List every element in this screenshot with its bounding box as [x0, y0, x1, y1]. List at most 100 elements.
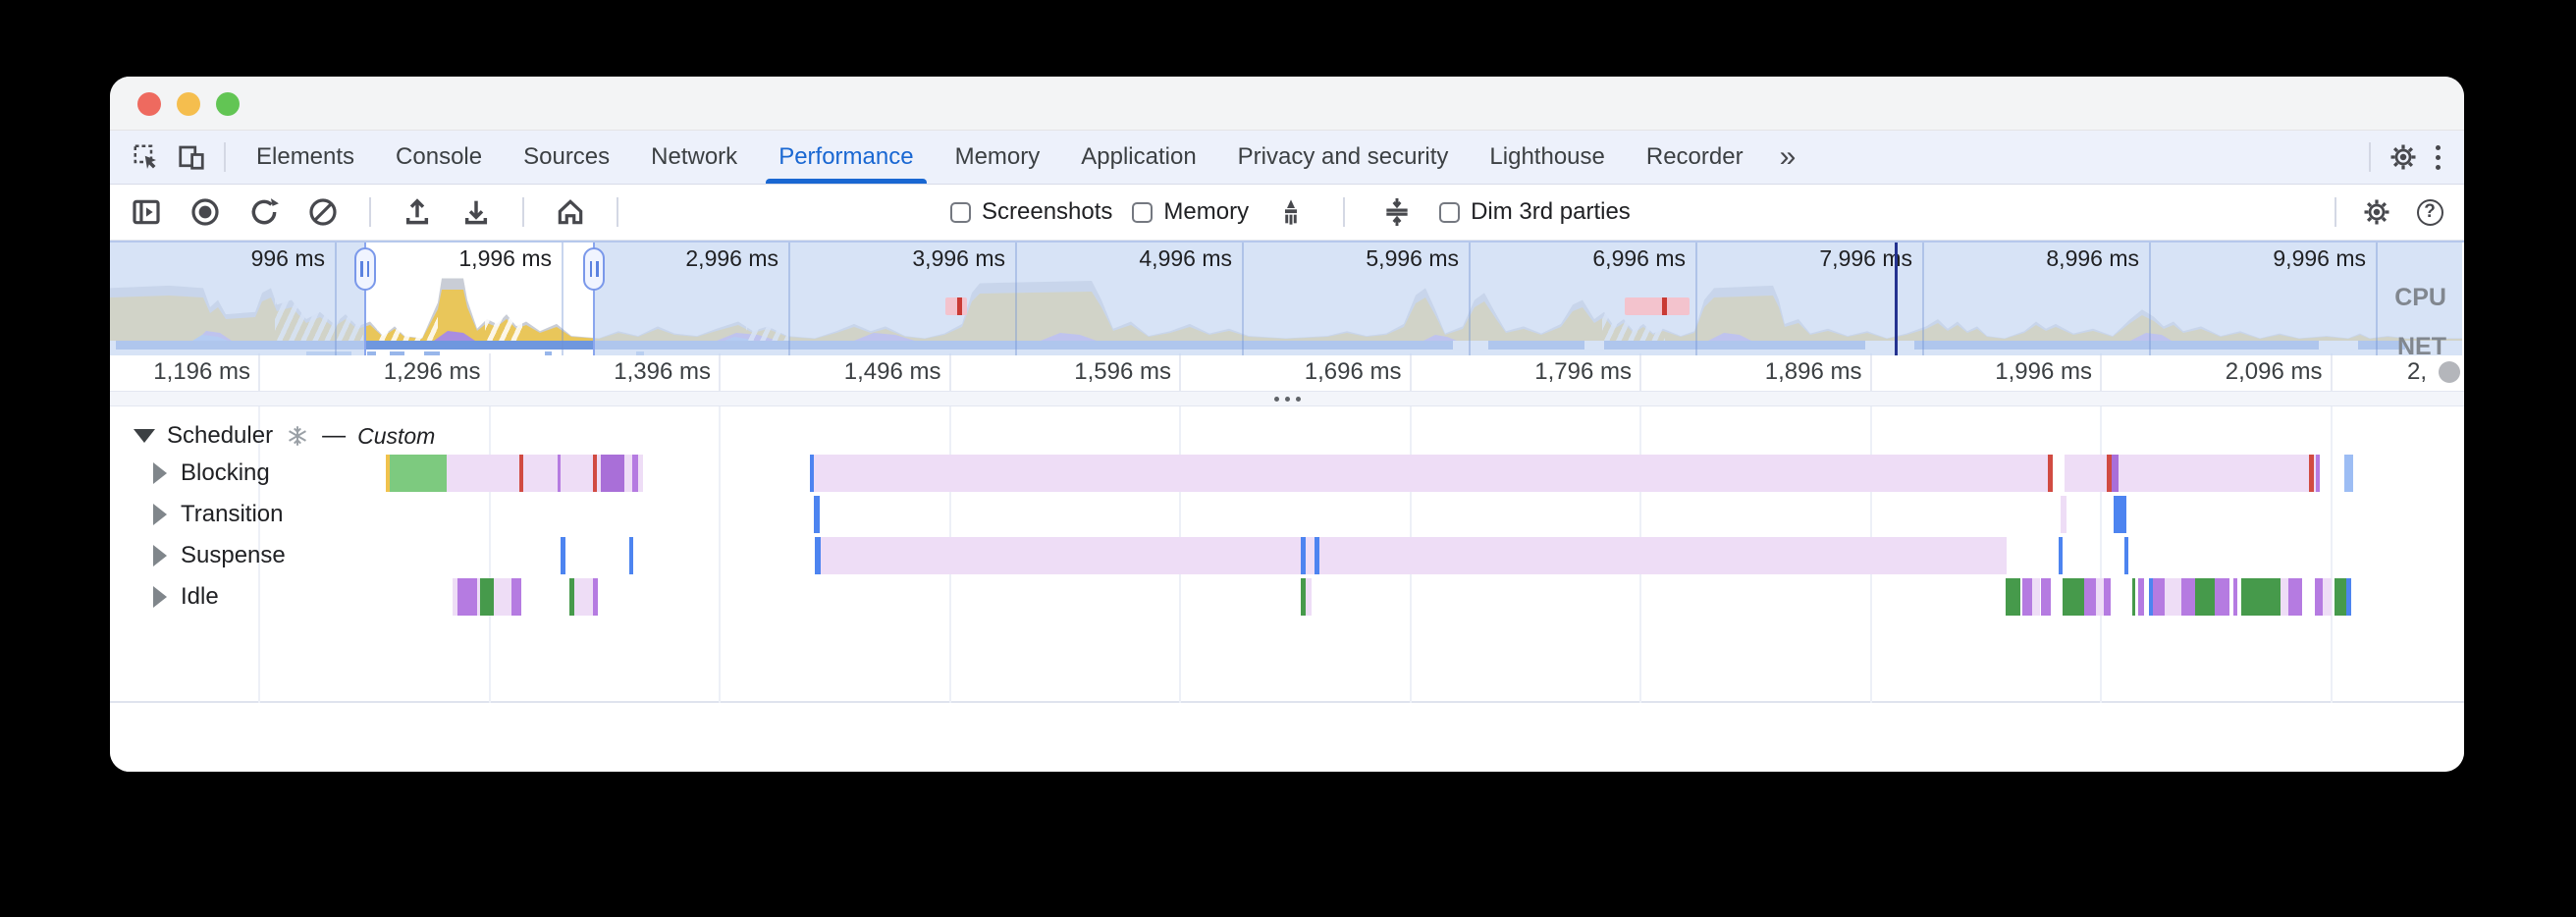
track-bar[interactable]: [2164, 578, 2182, 616]
track-bar[interactable]: [2096, 578, 2104, 616]
track-bar[interactable]: [814, 455, 2049, 492]
capture-settings-gear-icon[interactable]: [2354, 189, 2399, 235]
tab-console[interactable]: Console: [375, 131, 503, 184]
track-bar[interactable]: [386, 455, 390, 492]
track-bar[interactable]: [2181, 578, 2196, 616]
track-bar[interactable]: [1301, 537, 1306, 574]
expand-arrow-icon[interactable]: [153, 545, 167, 566]
collapse-sections-icon[interactable]: [1374, 189, 1420, 235]
track-bar[interactable]: [476, 578, 481, 616]
scrollbar-dot[interactable]: [2439, 361, 2460, 383]
track-bar[interactable]: [2058, 537, 2064, 574]
track-bar[interactable]: [510, 578, 522, 616]
track-row-blocking[interactable]: Blocking: [153, 455, 270, 492]
tab-memory[interactable]: Memory: [935, 131, 1061, 184]
tab-lighthouse[interactable]: Lighthouse: [1469, 131, 1625, 184]
more-options-icon[interactable]: [2426, 144, 2450, 170]
track-bar[interactable]: [2334, 578, 2346, 616]
more-tabs-icon[interactable]: »: [1779, 140, 1797, 173]
home-icon[interactable]: [548, 189, 593, 235]
tab-privacy-and-security[interactable]: Privacy and security: [1217, 131, 1470, 184]
selection-start-handle[interactable]: [353, 247, 376, 291]
track-bar[interactable]: [389, 455, 448, 492]
track-bar[interactable]: [480, 578, 495, 616]
track-bar[interactable]: [2152, 578, 2165, 616]
tab-recorder[interactable]: Recorder: [1626, 131, 1764, 184]
load-profile-icon[interactable]: [395, 189, 440, 235]
track-row-transition[interactable]: Transition: [153, 496, 283, 533]
minimize-window-button[interactable]: [177, 92, 200, 116]
track-bar[interactable]: [632, 455, 638, 492]
track-bar[interactable]: [557, 455, 562, 492]
track-bar[interactable]: [568, 578, 575, 616]
track-bar[interactable]: [574, 578, 594, 616]
track-row-idle[interactable]: Idle: [153, 578, 219, 616]
device-toolbar-icon[interactable]: [169, 135, 214, 180]
clear-icon[interactable]: [300, 189, 346, 235]
tab-elements[interactable]: Elements: [236, 131, 375, 184]
track-bar[interactable]: [2241, 578, 2281, 616]
track-bar[interactable]: [456, 578, 477, 616]
track-bar[interactable]: [2022, 578, 2032, 616]
track-bar[interactable]: [453, 578, 457, 616]
track-bar[interactable]: [809, 455, 815, 492]
track-bar[interactable]: [2281, 578, 2289, 616]
track-bar[interactable]: [561, 537, 566, 574]
track-bar[interactable]: [821, 537, 2008, 574]
track-bar[interactable]: [2123, 537, 2129, 574]
track-bar[interactable]: [2031, 578, 2041, 616]
track-bar[interactable]: [2061, 496, 2066, 533]
track-row-suspense[interactable]: Suspense: [153, 537, 286, 574]
zoom-window-button[interactable]: [216, 92, 240, 116]
expand-arrow-icon[interactable]: [153, 586, 167, 608]
track-bar[interactable]: [2041, 578, 2051, 616]
track-bar[interactable]: [815, 537, 822, 574]
dim-3rd-parties-checkbox[interactable]: Dim 3rd parties: [1439, 198, 1631, 226]
collapse-arrow-icon[interactable]: [134, 429, 155, 443]
record-and-reload-icon[interactable]: [242, 189, 287, 235]
collect-garbage-icon[interactable]: [1268, 189, 1314, 235]
track-bar[interactable]: [2131, 578, 2136, 616]
tab-sources[interactable]: Sources: [503, 131, 630, 184]
track-bar[interactable]: [2309, 455, 2315, 492]
track-bar[interactable]: [2195, 578, 2216, 616]
track-bar[interactable]: [2345, 578, 2351, 616]
track-bar[interactable]: [2215, 578, 2230, 616]
track-bar[interactable]: [593, 455, 597, 492]
track-bar[interactable]: [2149, 578, 2153, 616]
track-bar[interactable]: [2107, 455, 2112, 492]
track-bar[interactable]: [2288, 578, 2303, 616]
track-bar[interactable]: [2137, 578, 2144, 616]
track-bar[interactable]: [2323, 578, 2332, 616]
save-profile-icon[interactable]: [454, 189, 499, 235]
track-bar[interactable]: [2103, 578, 2111, 616]
close-window-button[interactable]: [137, 92, 161, 116]
track-bar[interactable]: [2316, 455, 2320, 492]
record-icon[interactable]: [183, 189, 228, 235]
help-icon[interactable]: ?: [2407, 189, 2452, 235]
track-bar[interactable]: [601, 455, 624, 492]
track-bar[interactable]: [1301, 578, 1306, 616]
tab-performance[interactable]: Performance: [758, 131, 934, 184]
expand-arrow-icon[interactable]: [153, 504, 167, 525]
track-bar[interactable]: [2083, 578, 2097, 616]
track-bar[interactable]: [2315, 578, 2324, 616]
track-bar[interactable]: [2005, 578, 2021, 616]
track-bar[interactable]: [1315, 537, 1320, 574]
inspect-element-icon[interactable]: [124, 135, 169, 180]
panel-resize-handle[interactable]: [110, 391, 2464, 406]
track-bar[interactable]: [2111, 455, 2119, 492]
screenshots-checkbox[interactable]: Screenshots: [950, 198, 1112, 226]
track-bar[interactable]: [2063, 578, 2084, 616]
track-bar[interactable]: [593, 578, 598, 616]
track-bar[interactable]: [814, 496, 821, 533]
toggle-sidebar-icon[interactable]: [124, 189, 169, 235]
memory-checkbox[interactable]: Memory: [1132, 198, 1249, 226]
scheduler-track-header[interactable]: Scheduler — Custom: [134, 420, 435, 452]
track-bar[interactable]: [628, 537, 634, 574]
expand-arrow-icon[interactable]: [153, 462, 167, 484]
track-bar[interactable]: [519, 455, 523, 492]
track-bar[interactable]: [2343, 455, 2353, 492]
track-bar[interactable]: [2064, 455, 2320, 492]
